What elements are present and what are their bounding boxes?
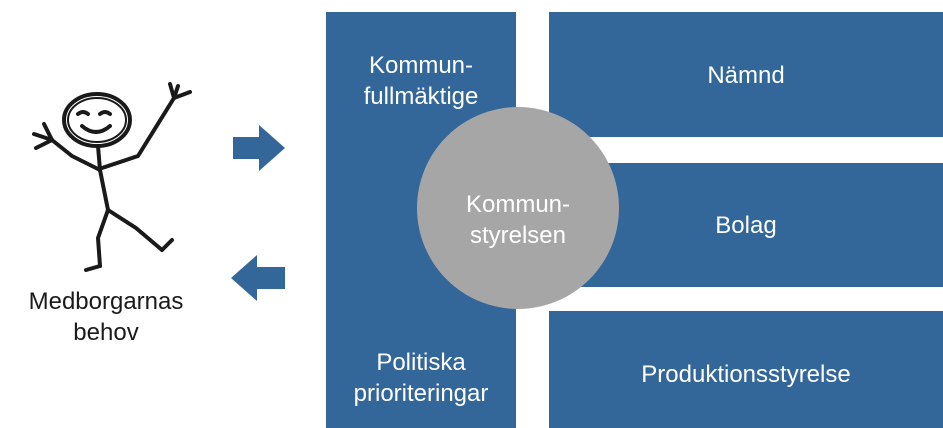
citizen-needs-label: Medborgarnas behov — [0, 286, 212, 348]
kf-label-line2: fullmäktige — [363, 83, 479, 110]
kf-label-line1: Kommun- — [368, 52, 474, 79]
ks-label-line2: styrelsen — [469, 222, 567, 249]
produktionsstyrelse-block: Produktionsstyrelse — [549, 311, 943, 428]
stick-figure-icon — [32, 82, 192, 272]
namnd-block: Nämnd — [549, 12, 943, 137]
namnd-label: Nämnd — [707, 62, 785, 89]
ks-label-line1: Kommun- — [465, 191, 571, 218]
bolag-label: Bolag — [715, 212, 777, 239]
produktionsstyrelse-label: Produktionsstyrelse — [641, 361, 851, 388]
arrow-left-icon — [231, 255, 285, 301]
kommunstyrelsen-circle: Kommun- styrelsen — [417, 107, 619, 309]
kommunfullmaktige-label: Kommun- fullmäktige — [326, 50, 516, 112]
political-priorities-label: Politiska prioriteringar — [326, 347, 516, 409]
kommunstyrelsen-label: Kommun- styrelsen — [417, 189, 619, 251]
pp-label-line1: Politiska — [376, 349, 466, 376]
citizen-label-line1: Medborgarnas — [28, 288, 184, 315]
arrow-right-icon — [233, 125, 285, 171]
citizen-label-line2: behov — [73, 319, 139, 346]
pp-label-line2: prioriteringar — [353, 380, 489, 407]
